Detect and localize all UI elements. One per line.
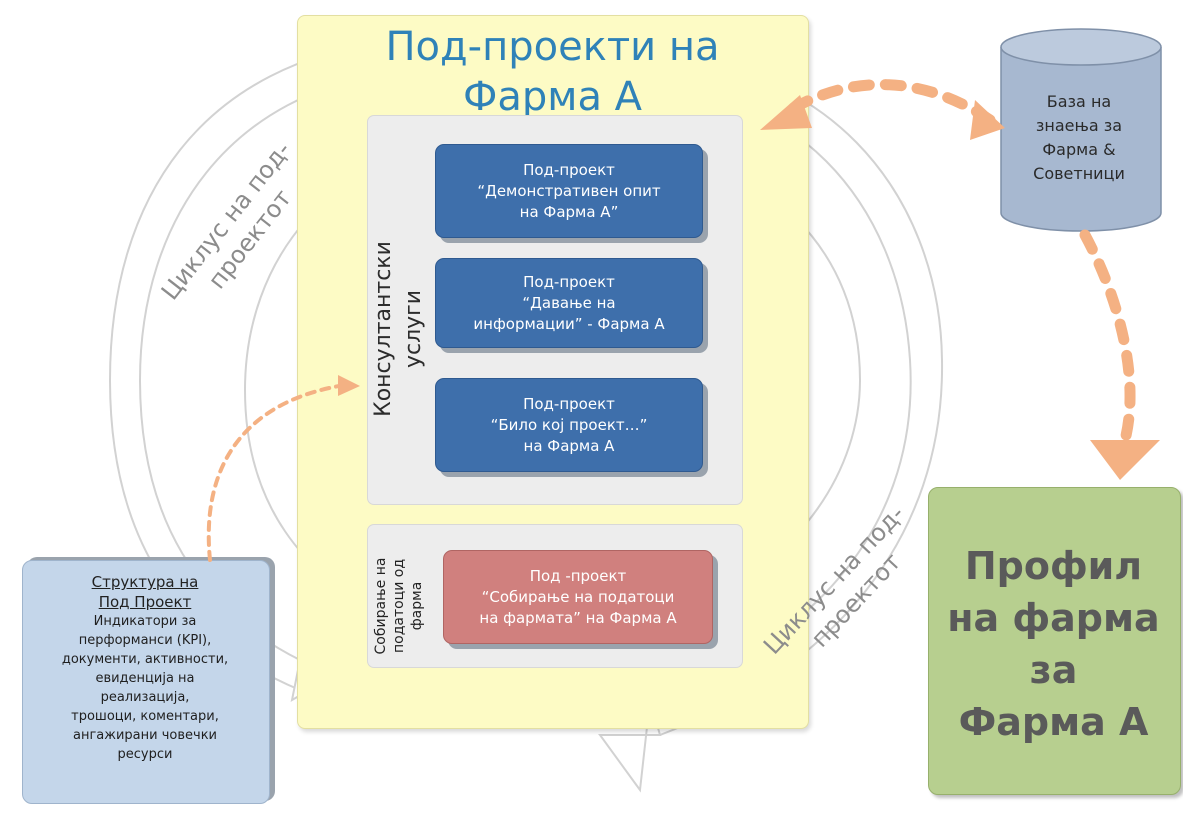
farm-profile-label: Профил на фарма за Фарма А [947,544,1160,744]
arrow-structure-to-cycle [206,383,347,562]
farm-profile-box [928,487,1181,795]
arrow-kb-to-profile [1079,229,1136,446]
arrowhead-kb-right [970,100,1005,140]
panel-title: Под-проекти на Фарма А [385,24,720,120]
subproject-data-collection: Под -проект “Собирање на податоци на фар… [443,550,713,644]
subproject-any-project: Под-проект “Било кој проект…” на Фарма А [435,378,703,472]
structure-title: Структура на Под Проект [91,573,199,611]
subproject-information: Под-проект “Давање на информации” - Фарм… [435,258,703,348]
arrowhead-panel [760,95,812,130]
structure-body: Индикатори за перформанси (KPI), докумен… [61,614,229,762]
subproject-structure-box [22,560,270,804]
arrowhead-cycle [338,375,360,396]
arrowhead-profile [1090,440,1160,480]
subproject-demonstration: Под-проект “Демонстративен опит на Фарма… [435,144,703,238]
knowledge-base-label: База на знаења за Фарма & Советници [1033,92,1125,183]
knowledge-base-cylinder-icon [1000,28,1162,232]
arrow-kb-to-panel [784,79,996,126]
